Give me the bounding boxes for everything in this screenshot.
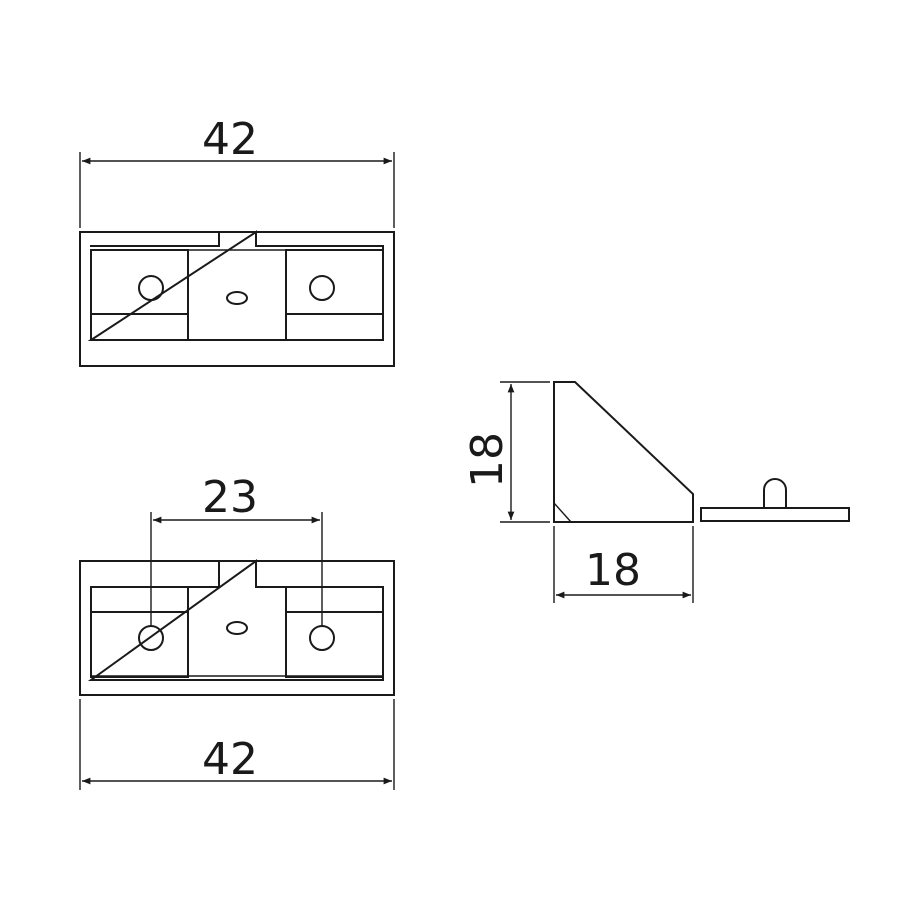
side-view-profile xyxy=(553,381,694,523)
side-view-chamfer xyxy=(553,502,572,523)
dimension-side-depth: 18 xyxy=(585,545,641,596)
top-view-left-pad xyxy=(90,249,189,341)
dimension-bottom-width: 42 xyxy=(202,734,258,785)
bottom-view-right-pad xyxy=(285,586,384,678)
bottom-view-left-pad xyxy=(90,586,189,678)
bottom-view-inner-body xyxy=(87,559,384,681)
dimension-side-height: 18 xyxy=(462,432,513,488)
top-view-outline xyxy=(79,231,395,367)
bottom-view-outline xyxy=(79,560,395,696)
bottom-view: 23 42 xyxy=(79,472,395,790)
top-view-right-pad xyxy=(285,249,384,341)
top-view: 42 xyxy=(79,114,395,367)
flat-plate-pin xyxy=(763,478,787,509)
flat-plate-view xyxy=(700,478,850,522)
bottom-view-center-slot xyxy=(226,621,248,635)
top-view-right-hole xyxy=(309,275,335,301)
bottom-view-right-hole xyxy=(309,625,335,651)
top-view-center-slot xyxy=(226,291,248,305)
flat-plate xyxy=(700,507,850,522)
top-view-left-hole xyxy=(138,275,164,301)
dimension-top-width: 42 xyxy=(202,114,258,165)
side-view: 18 18 xyxy=(462,381,694,603)
dimension-hole-spacing: 23 xyxy=(202,472,258,523)
top-view-inner-body xyxy=(87,230,384,341)
bottom-view-left-hole xyxy=(138,625,164,651)
